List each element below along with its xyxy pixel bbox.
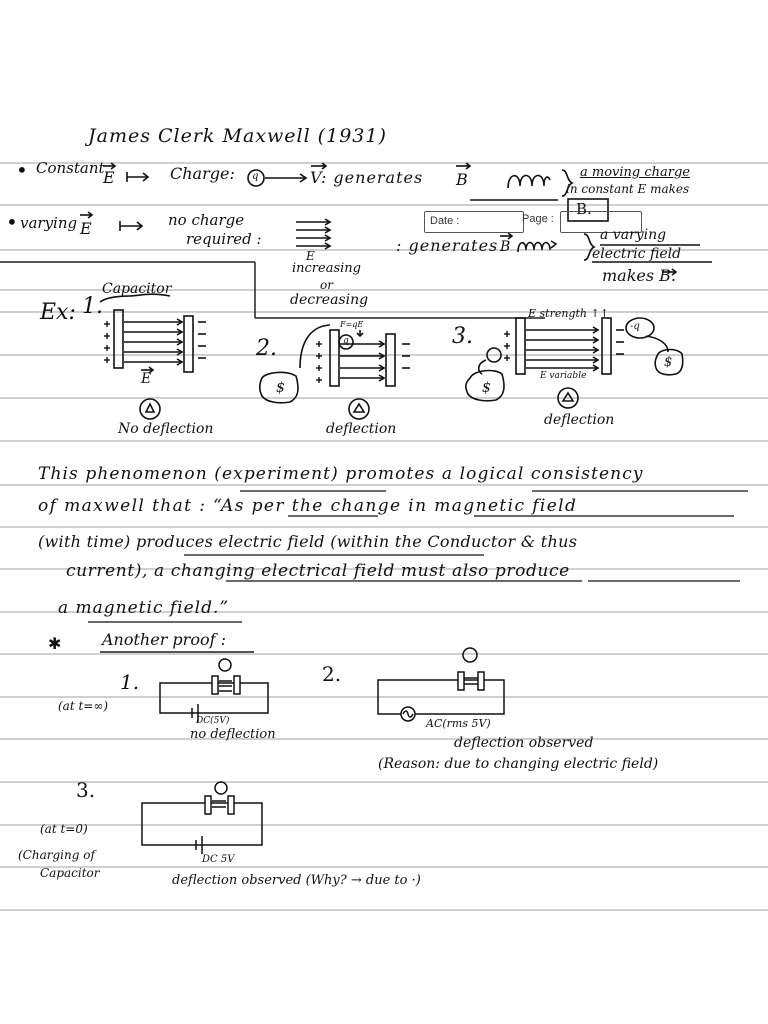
field-e-under: E	[306, 249, 315, 263]
varying-e-symbol: E	[80, 219, 92, 238]
proof1-result: no deflection	[190, 727, 276, 742]
varying-b-symbol: B	[500, 239, 511, 255]
ex3-capacitor	[465, 317, 684, 409]
proof1-battery: DC(5V)	[196, 716, 230, 726]
ex2-result: deflection	[326, 421, 397, 437]
another-proof-star: ✱	[48, 634, 62, 653]
ex3-number: 3.	[452, 324, 473, 349]
proof3-charging-line1: (Charging of	[18, 848, 95, 862]
ex-label: Ex:	[40, 300, 76, 325]
row1-symbols	[103, 162, 609, 222]
page-box	[560, 211, 642, 233]
charge-q: q	[252, 171, 259, 182]
paragraph-underlines	[88, 490, 748, 653]
ex2-q: q	[343, 336, 349, 346]
ex3-q: -q	[630, 321, 640, 332]
no-charge-label: no charge	[168, 211, 245, 229]
ex3-plus-signs	[504, 331, 510, 361]
note-a-varying: a varying	[600, 227, 667, 243]
ex3-result: deflection	[544, 412, 615, 428]
ex2-dollar: $	[276, 380, 285, 396]
ex2-number: 2.	[256, 336, 277, 361]
another-proof-label: Another proof :	[102, 630, 226, 649]
ruled-lines	[0, 162, 768, 911]
varying-label: varying	[20, 214, 78, 232]
constant-e-symbol: E	[103, 168, 115, 187]
proof3-battery: DC 5V	[202, 854, 235, 865]
ex1-plus-signs	[104, 321, 110, 363]
proof3-result: deflection observed (Why? → due to ·)	[172, 873, 421, 888]
paragraph-line-5: a magnetic field.”	[58, 598, 230, 618]
note-moving-charge: a moving charge	[580, 165, 690, 180]
ex3-dollar-right: $	[664, 355, 673, 370]
note-in-constant-e: in constant E makes	[566, 182, 690, 196]
ex3-dollar-left: $	[482, 380, 491, 396]
ex1-result: No deflection	[118, 421, 214, 437]
generates-label: : generates	[396, 236, 499, 255]
date-label: Date :	[430, 215, 460, 227]
proof2-source: AC(rms 5V)	[426, 717, 491, 730]
ex1-capacitor-label: Capacitor	[102, 281, 172, 297]
proof1-condition: (at t=∞)	[58, 699, 109, 713]
frame-lines	[0, 261, 545, 319]
constant-label: Constant	[36, 159, 105, 177]
paragraph-line-3: (with time) produces electric field (wit…	[38, 532, 578, 551]
proof3-number: 3.	[76, 778, 96, 802]
ex1-number: 1.	[82, 294, 103, 319]
ex1-capacitor	[99, 293, 206, 420]
page-label: Page :	[522, 213, 554, 225]
proof1-circuit	[159, 658, 269, 722]
page-title: James Clerk Maxwell (1931)	[88, 125, 387, 147]
decreasing-label: decreasing	[290, 292, 369, 308]
date-box	[424, 211, 524, 233]
ex2-force-label: F=qE	[340, 320, 364, 329]
increasing-label: increasing	[292, 261, 361, 276]
required-label: required :	[186, 230, 262, 248]
constant-b-symbol: B	[456, 170, 468, 189]
row2-symbols	[80, 211, 712, 276]
paragraph-line-1: This phenomenon (experiment) promotes a …	[38, 464, 644, 484]
v-generates: V: generates	[310, 168, 424, 187]
ex3-strength-label: E strength ↑↑	[528, 307, 609, 320]
proof2-circuit	[377, 647, 505, 722]
proof2-result: deflection observed	[454, 735, 594, 751]
proof3-charging-line2: Capacitor	[40, 866, 100, 880]
note-b-boxed: B.	[576, 200, 592, 218]
ex3-variable-label: E variable	[540, 371, 587, 381]
charge-label: Charge:	[170, 164, 235, 183]
paragraph-line-4: current), a changing electrical field mu…	[66, 561, 570, 581]
paragraph-line-2: of maxwell that : “As per the change in …	[38, 496, 578, 516]
or-label: or	[320, 278, 333, 292]
note-makes-b: makes B.	[602, 266, 677, 285]
ex1-e-label: E	[141, 371, 152, 387]
ex2-capacitor	[258, 324, 410, 420]
proof3-condition: (at t=0)	[40, 822, 88, 836]
proof2-number: 2.	[322, 662, 342, 686]
ex2-plus-signs	[316, 341, 322, 383]
bullet-varying: •	[6, 210, 18, 234]
bullet-constant: •	[16, 158, 28, 182]
note-electric-field: electric field	[592, 246, 682, 262]
proof1-number: 1.	[120, 670, 140, 694]
proof2-reason: (Reason: due to changing electric field)	[378, 756, 659, 772]
proof3-circuit	[141, 781, 263, 854]
